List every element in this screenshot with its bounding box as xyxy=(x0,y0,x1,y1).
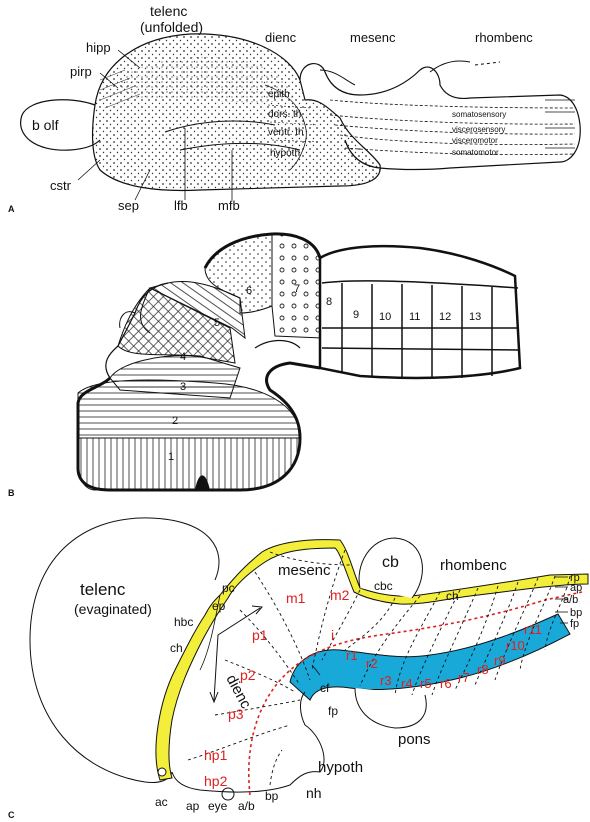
r8-label: r8 xyxy=(477,662,489,677)
mesenc-label: mesenc xyxy=(278,562,331,579)
region-1 xyxy=(78,438,300,490)
i-label: i xyxy=(331,627,334,643)
rhombomere-13-number: 13 xyxy=(469,311,481,323)
region-6-number: 6 xyxy=(246,285,252,297)
cf-label: cf xyxy=(320,681,330,695)
region-7-number: 7 xyxy=(294,283,300,295)
cb-label: cb xyxy=(382,554,399,571)
panel-c-letter: C xyxy=(8,810,15,820)
b-olf-label: b olf xyxy=(32,117,59,133)
rhombomere-11-number: 11 xyxy=(409,311,420,323)
hypoth-label: hypoth xyxy=(270,148,300,159)
region-3-number: 3 xyxy=(180,381,186,393)
panel-c-figure: telenc (evaginated) mesenc cb rhombenc r… xyxy=(0,510,590,822)
region-4-number: 4 xyxy=(180,351,186,363)
panel-b-letter: B xyxy=(8,488,15,498)
r10-label: r10 xyxy=(506,638,525,653)
rhombomere-10-number: 10 xyxy=(379,311,391,323)
ap-right-label: ap xyxy=(570,582,582,594)
r6-label: r6 xyxy=(440,676,452,691)
p3-label: p3 xyxy=(228,706,244,722)
epith-label: epith xyxy=(268,89,290,100)
hipp-label: hipp xyxy=(86,40,111,55)
rhombomere-9-number: 9 xyxy=(353,309,359,321)
ch-left-label: ch xyxy=(170,641,183,655)
r5-label: r5 xyxy=(420,676,432,691)
evaginated-label: (evaginated) xyxy=(74,601,152,617)
panel-a: telenc (unfolded) dienc mesenc rhombenc … xyxy=(0,0,590,215)
hp2-label: hp2 xyxy=(204,773,228,789)
hypoth-label: hypoth xyxy=(318,759,363,776)
region-2-number: 2 xyxy=(172,415,178,427)
r7-label: r7 xyxy=(458,670,470,685)
r11-label: r11 xyxy=(524,622,542,637)
rhombomere-12-number: 12 xyxy=(439,311,451,323)
visceromotor-label: visceromotor xyxy=(452,136,498,145)
p1-label: p1 xyxy=(252,627,268,643)
hbc-label: hbc xyxy=(174,615,193,629)
panel-a-figure: telenc (unfolded) dienc mesenc rhombenc … xyxy=(0,0,590,215)
dors-th-label: dors. th xyxy=(268,109,301,120)
pc-label: pc xyxy=(222,581,235,595)
p2-label: p2 xyxy=(240,667,256,683)
ch-top-label: ch xyxy=(446,589,459,603)
telenc-label: telenc xyxy=(150,3,187,19)
telenc-label: telenc xyxy=(80,580,126,599)
sep-label: sep xyxy=(118,198,139,213)
rhombenc-label: rhombenc xyxy=(475,30,533,45)
ac-label: ac xyxy=(155,795,168,809)
region-5-number: 5 xyxy=(214,317,220,329)
m1-label: m1 xyxy=(286,590,306,606)
eye-label: eye xyxy=(208,799,228,813)
panel-c: telenc (evaginated) mesenc cb rhombenc r… xyxy=(0,510,590,822)
r9-label: r9 xyxy=(494,653,506,668)
r3-label: r3 xyxy=(380,673,392,688)
cstr-label: cstr xyxy=(50,178,72,193)
pons-outline xyxy=(355,688,426,728)
forebrain-body xyxy=(93,34,381,191)
r4-label: r4 xyxy=(401,676,413,691)
ep-label: ep xyxy=(212,599,226,613)
ap-bottom-label: ap xyxy=(186,799,200,813)
r1-label: r1 xyxy=(346,648,358,663)
m2-label: m2 xyxy=(330,587,350,603)
rhombomere-8-number: 8 xyxy=(326,296,332,308)
bp-bottom-label: bp xyxy=(265,789,279,803)
pons-label: pons xyxy=(398,731,431,748)
somatomotor-label: somatomotor xyxy=(452,148,499,157)
unfolded-label: (unfolded) xyxy=(140,19,203,35)
ac-marker xyxy=(158,768,166,776)
lfb-label: lfb xyxy=(174,198,188,213)
panel-b-figure: 1 2 3 4 5 6 7 8 9 10 11 12 13 B xyxy=(0,228,590,500)
viscerosensory-label: viscerosensory xyxy=(452,125,505,134)
hp1-label: hp1 xyxy=(204,747,228,763)
nh-label: nh xyxy=(306,785,322,801)
panel-b: 1 2 3 4 5 6 7 8 9 10 11 12 13 B xyxy=(0,228,590,500)
fp-right-label: fp xyxy=(570,618,579,630)
mesenc-label: mesenc xyxy=(350,30,396,45)
ab-bottom-label: a/b xyxy=(238,799,255,813)
cbc-label: cbc xyxy=(374,579,393,593)
ventr-th-label: ventr. th xyxy=(268,127,304,138)
fp-mid-label: fp xyxy=(328,704,338,718)
dienc-label: dienc xyxy=(265,30,297,45)
rhombenc-label: rhombenc xyxy=(440,557,507,574)
mfb-label: mfb xyxy=(218,198,240,213)
pirp-label: pirp xyxy=(70,64,92,79)
panel-a-letter: A xyxy=(8,204,15,214)
r2-label: r2 xyxy=(366,656,378,671)
region-1-number: 1 xyxy=(168,451,174,463)
somatosensory-label: somatosensory xyxy=(452,110,506,119)
ab-right-label: a/b xyxy=(563,594,578,606)
